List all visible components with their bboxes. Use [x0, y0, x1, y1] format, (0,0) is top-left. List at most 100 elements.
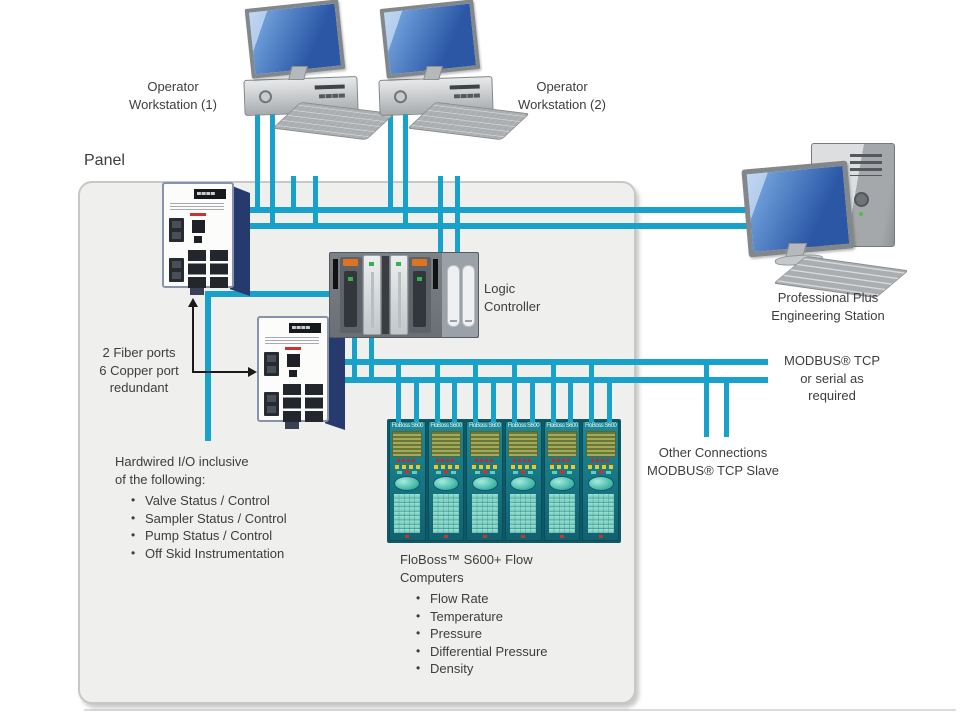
- unit-nameplate: FloBoss S600: [430, 423, 462, 429]
- network-line: [434, 360, 440, 422]
- network-line: [724, 380, 729, 437]
- copper-port-grid: [283, 384, 323, 422]
- hardwired-io-note: Hardwired I/O inclusive of the following…: [115, 453, 325, 562]
- logic-controller: [329, 252, 479, 338]
- workstation2-label: Operator Workstation (2): [518, 79, 606, 112]
- network-line: [270, 100, 275, 226]
- unit-nameplate: FloBoss S600: [391, 423, 424, 429]
- console-port: [192, 220, 205, 243]
- module-card: [344, 271, 357, 327]
- network-line: [255, 100, 260, 210]
- network-line: [455, 176, 460, 260]
- unit-nameplate: FloBoss S600: [507, 423, 540, 429]
- led-row: [472, 464, 498, 469]
- engineering-station: [741, 143, 909, 299]
- network-line: [369, 336, 374, 381]
- list-item: Pump Status / Control: [131, 527, 325, 545]
- flow-computer: FloBoss S600: [466, 360, 504, 541]
- bottom-led: [598, 535, 603, 538]
- fiber-port: [169, 218, 184, 242]
- network-line: [230, 223, 757, 229]
- network-line: [413, 378, 419, 422]
- list-item: Density: [416, 660, 590, 678]
- lcd-screen: [392, 431, 423, 457]
- switch-side-panel: [325, 319, 345, 430]
- navigation-button: [510, 476, 537, 491]
- operator-workstation-1: [238, 0, 395, 144]
- network-line: [313, 176, 318, 226]
- module-card: [413, 271, 426, 327]
- alarm-text-strip: [513, 459, 534, 462]
- bottom-led: [482, 535, 487, 538]
- alarm-text-strip: [436, 459, 456, 462]
- keypad: [471, 494, 498, 533]
- network-line: [704, 362, 709, 437]
- led-row: [549, 464, 575, 469]
- network-line: [388, 100, 393, 210]
- brand-mark: [190, 213, 206, 216]
- divider-module: [382, 256, 389, 334]
- io-module: [409, 257, 431, 333]
- led-row: [510, 464, 536, 469]
- module-stripe: [371, 272, 374, 328]
- alarm-text-strip: [552, 459, 573, 462]
- processor-module: [390, 255, 408, 335]
- list-item: Temperature: [416, 608, 590, 626]
- power-led: [859, 212, 863, 216]
- network-line: [512, 360, 518, 422]
- din-rail-clip: [190, 288, 204, 295]
- logic-controller-label: Logic Controller: [484, 281, 541, 314]
- unit-nameplate: FloBoss S600: [469, 423, 501, 429]
- keypad: [510, 494, 537, 533]
- din-rail-clip: [285, 422, 299, 429]
- network-line: [529, 378, 535, 422]
- bottom-led: [405, 535, 410, 538]
- alarm-text-strip: [474, 459, 495, 462]
- floboss-list: Flow RateTemperaturePressureDifferential…: [400, 590, 590, 678]
- indicator-row: [397, 470, 418, 474]
- lcd-screen: [585, 431, 616, 457]
- front-buttons: [453, 93, 481, 99]
- network-line: [318, 377, 768, 383]
- bottom-led: [560, 535, 565, 538]
- keypad: [587, 494, 614, 533]
- power-button: [854, 192, 869, 207]
- flow-computer: FloBoss S600: [582, 360, 620, 541]
- keypad: [549, 494, 576, 533]
- floboss-note: FloBoss™ S600+ Flow Computers Flow RateT…: [400, 551, 590, 678]
- modbus-note: MODBUS® TCP or serial as required: [783, 353, 880, 403]
- hardwired-io-list: Valve Status / ControlSampler Status / C…: [115, 492, 325, 562]
- fiber-port: [264, 392, 279, 416]
- console-port: [287, 354, 300, 377]
- navigation-button: [433, 476, 459, 491]
- workstation1-label: Operator Workstation (1): [129, 79, 217, 112]
- switch-front: [162, 182, 234, 288]
- navigation-button: [587, 476, 614, 491]
- vent-grille: [850, 154, 882, 176]
- comm-card: [447, 265, 460, 327]
- status-led: [417, 277, 422, 281]
- indicator-row: [590, 470, 611, 474]
- status-led: [396, 262, 401, 266]
- network-switch-1: [162, 182, 254, 300]
- indicator-row: [552, 470, 573, 474]
- switch-front: [257, 316, 329, 422]
- status-display: [289, 323, 321, 333]
- panel-label: Panel: [84, 152, 125, 169]
- flow-computer: FloBoss S600: [505, 360, 542, 541]
- orange-clip: [412, 259, 427, 266]
- flow-computer: FloBoss S600: [427, 360, 465, 541]
- led-row: [394, 464, 420, 469]
- lcd-screen: [547, 431, 578, 457]
- network-line: [205, 291, 211, 441]
- switch-side-panel: [230, 185, 250, 296]
- network-line: [230, 207, 757, 213]
- network-line: [438, 176, 443, 260]
- orange-clip: [343, 259, 358, 266]
- bottom-led: [521, 535, 526, 538]
- alarm-text-strip: [590, 459, 611, 462]
- status-display: [194, 189, 226, 199]
- switch-note: 2 Fiber ports 6 Copper port redundant: [99, 345, 179, 395]
- pointer-arrow: [192, 306, 194, 372]
